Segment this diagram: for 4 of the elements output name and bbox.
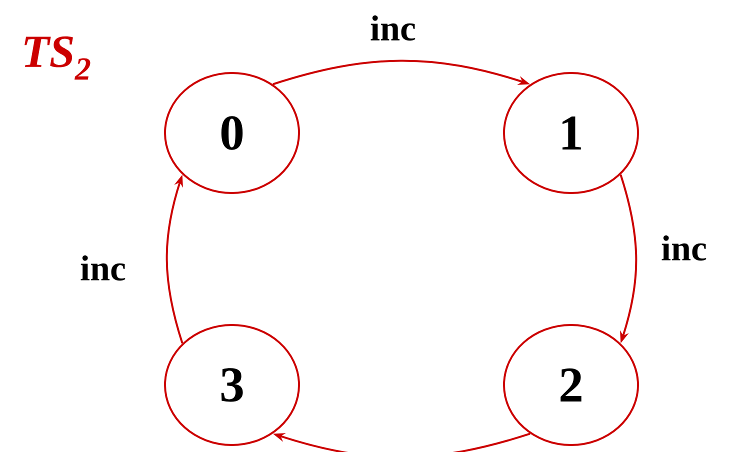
edge-label: inc	[370, 15, 416, 41]
edge-label: inc	[80, 255, 126, 281]
edge-label: inc	[662, 235, 706, 261]
title: TS$_{2}$	[24, 36, 90, 80]
